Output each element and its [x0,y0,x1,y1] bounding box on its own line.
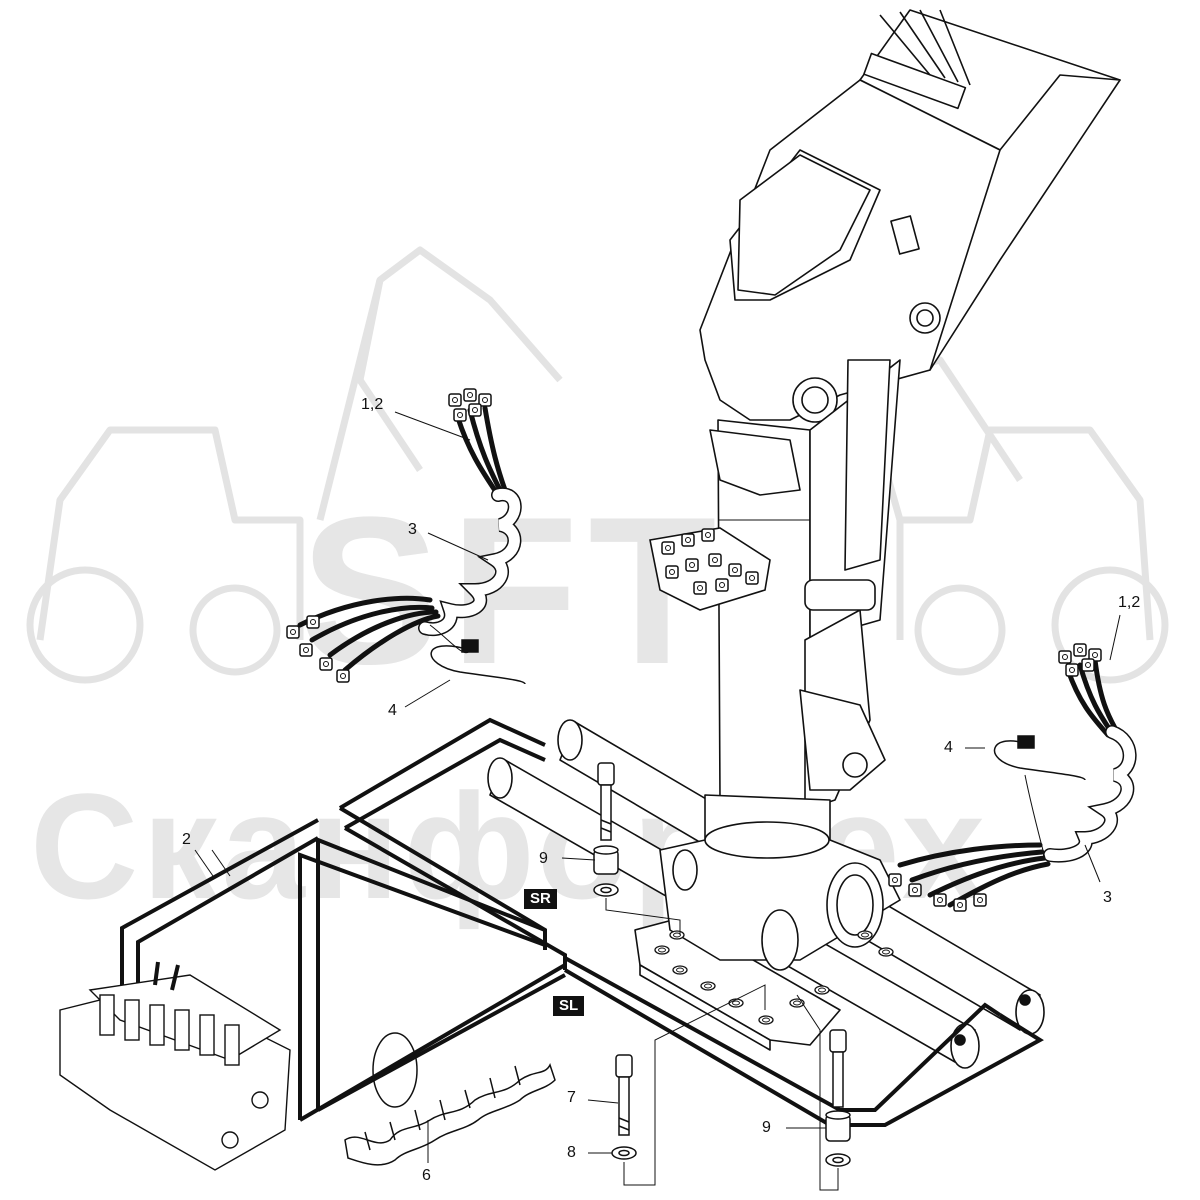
callout-spiral-left: 3 [408,521,417,538]
callout-spacer-lower: 9 [762,1119,771,1136]
fasteners [593,762,851,1167]
callout-hose-left: 1,2 [361,396,384,413]
callout-spiral-right: 3 [1103,889,1112,906]
hose-bundle-right [897,657,1137,908]
pipe-lines-2 [120,818,320,995]
badge-sl: SL [553,996,585,1016]
callout-spacer-upper: 9 [539,850,548,867]
boom-arm [699,9,1121,423]
loose-spiral [344,1032,556,1166]
connector-plate [649,527,771,611]
badge-sr: SR [524,889,557,909]
pipe-route-sr [338,717,567,970]
swing-mast [709,359,901,811]
callout-washer: 8 [567,1144,576,1161]
cable-straps [430,639,1086,781]
callout-strap-left: 4 [388,702,397,719]
assembly-guide-lines [429,624,1046,1191]
hose-bundle-left [297,405,522,673]
callout-hose-right: 1,2 [1118,594,1141,611]
control-valve [59,961,291,1171]
swing-housing [659,794,901,971]
callout-line-group: 2 [182,831,191,848]
leader-lines [194,411,1121,1163]
callout-spiral-loose: 6 [422,1167,431,1184]
callout-bolt: 7 [567,1089,576,1106]
callout-strap-right: 4 [944,739,953,756]
